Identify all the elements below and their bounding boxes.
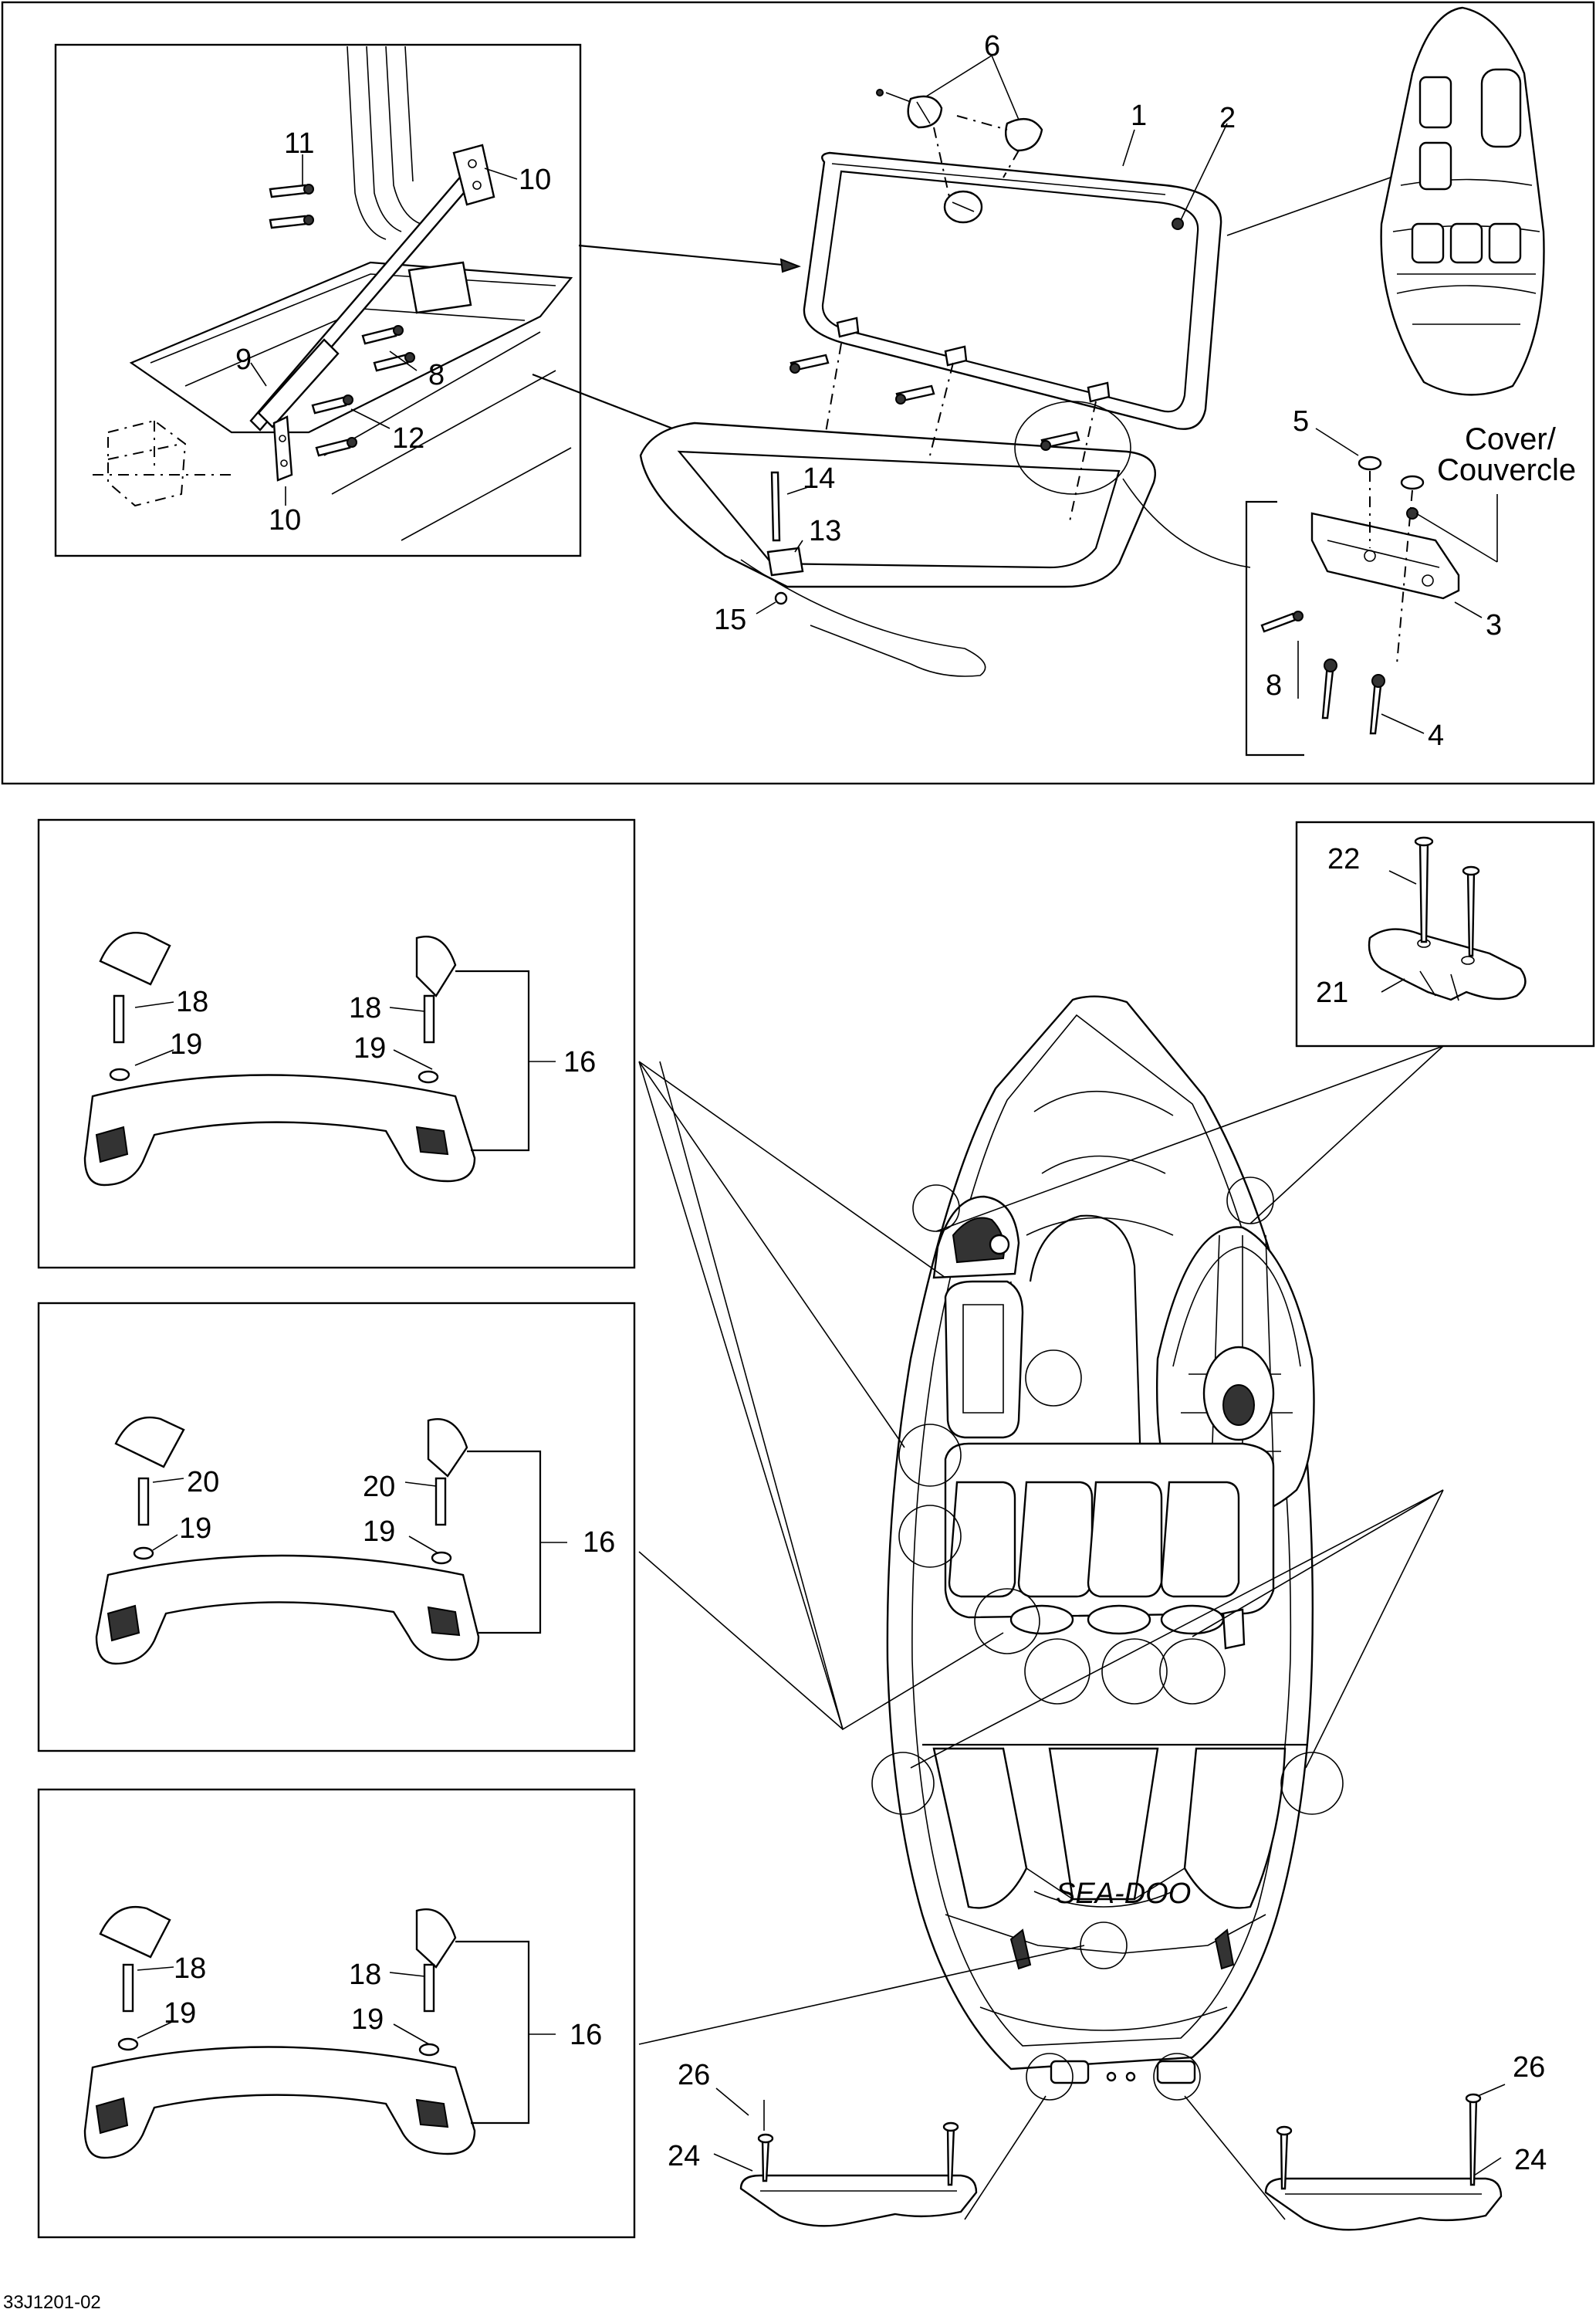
callout-24-left: 24	[668, 2140, 700, 2172]
callout-5: 5	[1293, 405, 1309, 438]
callout-16-3: 16	[570, 2019, 602, 2051]
callout-26-left: 26	[678, 2059, 710, 2091]
watercraft-hull: SEA-DOO	[886, 995, 1315, 2084]
callout-20-2b: 20	[363, 1471, 395, 1503]
cover-label-line2: Couvercle	[1437, 453, 1576, 487]
handle-inset-1	[37, 818, 636, 1269]
callout-19-3a: 19	[164, 1997, 196, 2030]
callout-15: 15	[714, 604, 746, 636]
arrow-to-lid	[578, 244, 800, 268]
callout-21: 21	[1316, 977, 1348, 1009]
callout-8-inset: 8	[428, 359, 445, 391]
hinge-detail-circle	[1014, 401, 1131, 495]
figure-code: 33J1201-02	[3, 2292, 101, 2313]
hull-thumbnail	[1380, 6, 1545, 396]
callout-3: 3	[1486, 609, 1502, 642]
callout-16-2: 16	[583, 1526, 615, 1559]
callout-26-right: 26	[1513, 2051, 1545, 2084]
storage-tub	[639, 343, 1156, 677]
hinge-detail	[1245, 455, 1460, 757]
callout-19-2a: 19	[179, 1512, 211, 1545]
callout-6: 6	[984, 30, 1000, 63]
callout-11: 11	[284, 127, 314, 160]
callout-9: 9	[235, 344, 252, 376]
callout-18-3a: 18	[174, 1952, 206, 1985]
hull-brand-label: SEA-DOO	[1056, 1878, 1191, 1910]
callout-18-1b: 18	[349, 992, 381, 1024]
rear-handle-left	[713, 2087, 978, 2227]
callout-14: 14	[803, 462, 835, 495]
callout-13: 13	[809, 515, 841, 547]
latch-assembly	[876, 89, 1043, 198]
top-section-frame	[1, 1, 1595, 785]
strut-detail-inset	[54, 43, 582, 557]
callout-19-3b: 19	[351, 2003, 384, 2036]
handle-inset-3	[37, 1788, 636, 2239]
callout-20-2a: 20	[187, 1466, 219, 1498]
callout-18-1a: 18	[176, 986, 208, 1018]
callout-2: 2	[1219, 102, 1236, 134]
callout-24-right: 24	[1514, 2144, 1547, 2176]
callout-19-2b: 19	[363, 1515, 395, 1548]
callout-10-upper: 10	[519, 164, 551, 196]
handle-inset-2	[37, 1302, 636, 1752]
callout-12: 12	[392, 422, 424, 455]
callout-8-hinge: 8	[1266, 669, 1282, 702]
callout-19-1a: 19	[170, 1028, 202, 1061]
callout-4: 4	[1428, 720, 1444, 752]
hull-detail-circles	[871, 1177, 1344, 2101]
cover-label-line1: Cover/	[1465, 422, 1557, 456]
callout-16-1: 16	[563, 1046, 596, 1078]
callout-18-3b: 18	[349, 1959, 381, 1991]
storage-cover	[803, 151, 1222, 430]
callout-22: 22	[1327, 843, 1360, 875]
cleat-inset	[1295, 821, 1595, 1048]
inset-leaders	[638, 1045, 1444, 2220]
rear-handle-right	[1264, 2084, 1506, 2231]
callout-10-lower: 10	[269, 504, 301, 537]
callout-1: 1	[1131, 100, 1147, 132]
callout-19-1b: 19	[353, 1032, 386, 1065]
